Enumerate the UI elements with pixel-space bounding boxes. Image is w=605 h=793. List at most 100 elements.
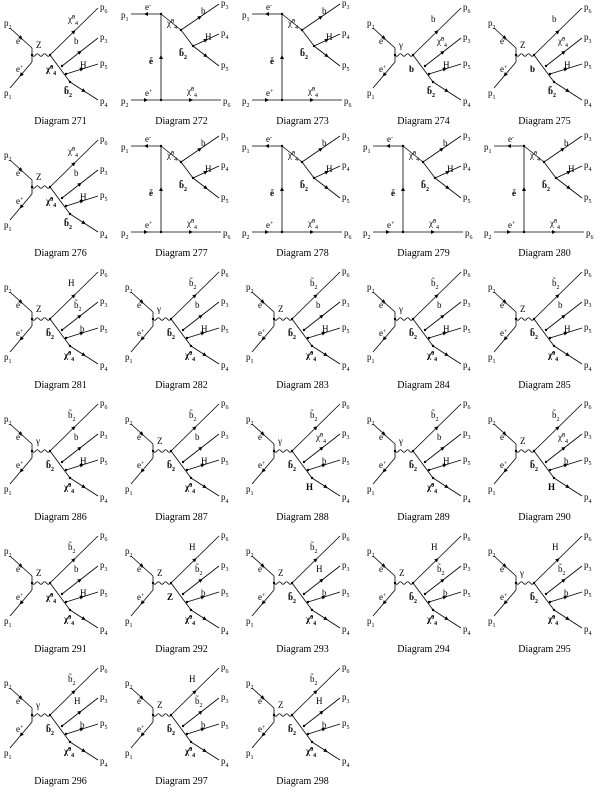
vertex-dot — [306, 468, 310, 472]
fermion-arrow — [79, 331, 84, 336]
fermion-arrow — [77, 710, 82, 715]
label-p2: p2 — [246, 282, 254, 295]
fermion-arrow — [203, 171, 208, 175]
label-p6: p6 — [586, 228, 594, 241]
vertex-dot — [181, 592, 185, 596]
vertex-dot — [68, 608, 72, 612]
label-boson: Z — [278, 304, 284, 314]
fermion-arrow — [442, 331, 447, 336]
label-particle-4: b̃2 — [300, 179, 308, 193]
vertex-dot — [548, 468, 552, 472]
label-particle-1: χ̃04 — [166, 150, 177, 163]
label-particle-3: b — [201, 720, 206, 730]
label-electron: e- — [508, 134, 514, 144]
label-boson: Z — [399, 568, 405, 578]
fermion-arrow — [502, 299, 507, 304]
label-positron: e+ — [145, 220, 153, 230]
diagram-caption: Diagram 292 — [155, 644, 208, 655]
label-p3: p3 — [221, 560, 229, 573]
fermion-arrow — [81, 616, 86, 621]
vertex-dot — [181, 460, 185, 464]
boson-propagator — [31, 185, 51, 189]
label-particle-3: H — [201, 324, 208, 334]
label-internal: χ̃04 — [45, 64, 56, 77]
fermion-arrow — [81, 748, 86, 753]
label-particle-4: χ̃04 — [184, 482, 195, 495]
fermion-arrow — [434, 558, 439, 563]
fermion-arrow — [200, 727, 205, 732]
diagram-caption: Diagram 284 — [397, 380, 450, 391]
label-neutralino: χ̃04 — [549, 218, 560, 231]
fermion-arrow — [503, 336, 508, 341]
label-p3: p3 — [584, 560, 592, 573]
label-electron: e- — [145, 134, 151, 144]
vertex-dot — [64, 600, 68, 604]
internal-line — [170, 318, 192, 347]
fermion-arrow — [203, 53, 208, 58]
label-electron: e- — [379, 564, 385, 574]
label-p5: p5 — [100, 322, 108, 335]
boson-propagator — [394, 53, 414, 57]
label-boson: Z — [520, 436, 526, 446]
label-p2: p2 — [367, 414, 375, 427]
boson-propagator — [31, 53, 51, 57]
fermion-arrow — [563, 595, 568, 600]
label-particle-1: b̃2 — [552, 410, 560, 423]
fermion-arrow — [503, 468, 508, 473]
fermion-arrow — [563, 67, 568, 72]
label-internal: b̃2 — [288, 591, 296, 605]
label-p2: p2 — [125, 678, 133, 691]
label-selectron: ẽ — [512, 188, 516, 198]
boson-propagator — [31, 581, 51, 585]
label-positron: e+ — [137, 460, 145, 470]
vertex-dot — [181, 328, 185, 332]
label-p1: p1 — [367, 352, 375, 365]
fermion-arrow — [77, 446, 82, 451]
internal-line — [533, 450, 555, 479]
fermion-arrow — [440, 50, 445, 55]
label-p3: p3 — [342, 130, 350, 143]
vertex-dot — [68, 740, 72, 744]
label-selectron: ẽ — [149, 56, 153, 66]
fermion-arrow — [555, 294, 560, 299]
label-p1: p1 — [4, 220, 12, 233]
vertex-dot — [421, 160, 425, 164]
vertex-dot — [185, 732, 189, 736]
internal-line — [49, 54, 71, 83]
label-selectron: ẽ — [149, 188, 153, 198]
label-particle-3: H — [443, 60, 450, 70]
label-boson: Z — [36, 172, 42, 182]
label-p3: p3 — [221, 428, 229, 441]
fermion-arrow — [561, 50, 566, 55]
label-particle-3: b — [322, 456, 327, 466]
label-positron: e+ — [387, 220, 395, 230]
label-positron: e+ — [137, 592, 145, 602]
label-p3: p3 — [342, 560, 350, 573]
fermion-arrow — [440, 578, 445, 583]
internal-line — [291, 714, 313, 743]
fermion-arrow — [198, 314, 203, 319]
fermion-arrow — [321, 727, 326, 732]
label-particle-2: b — [195, 300, 200, 310]
label-p4: p4 — [100, 756, 108, 769]
label-particle-4: χ̃04 — [426, 350, 437, 363]
diagram-caption: Diagram 273 — [276, 116, 329, 127]
fermion-arrow — [444, 88, 449, 93]
label-p6: p6 — [342, 398, 350, 411]
fermion-arrow — [382, 468, 387, 473]
label-particle-3: b — [80, 720, 85, 730]
label-particle-2: b̃2 — [195, 696, 203, 709]
fermion-arrow — [561, 314, 566, 319]
label-p1: p1 — [484, 142, 492, 155]
